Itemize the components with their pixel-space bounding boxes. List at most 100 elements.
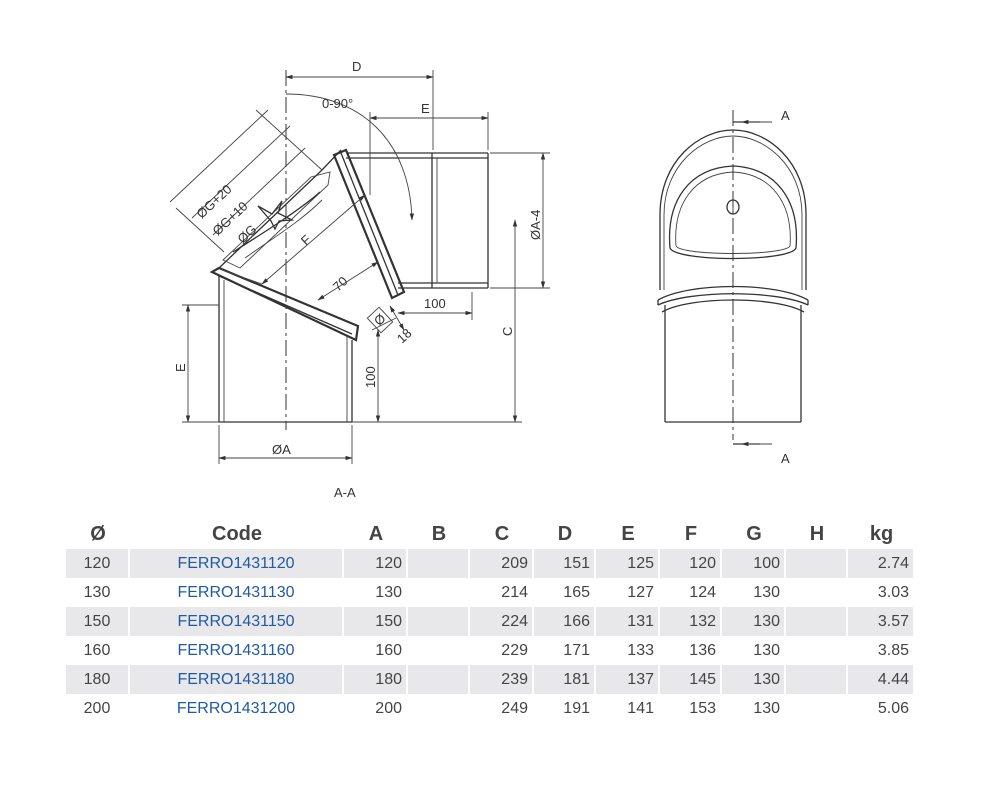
dim-e-left-label: E [173,363,188,372]
cell-a: 150 [344,607,408,636]
cell-code: FERRO1431180 [130,665,344,694]
cell-f: 132 [660,607,722,636]
table-row: 160 FERRO1431160 160 229 171 133 136 130… [66,636,915,665]
cell-d: 151 [534,549,596,578]
section-label: A-A [334,485,356,500]
header-c: C [494,522,510,545]
dim-a4-label: ØA-4 [528,210,543,240]
cell-b [408,636,470,665]
cell-h [786,549,848,578]
cell-d: 181 [534,665,596,694]
cell-diameter: 120 [66,549,130,578]
cell-h [786,636,848,665]
cell-e: 133 [596,636,660,665]
cell-g: 130 [722,578,786,607]
cell-e: 141 [596,694,660,723]
header-e: E [621,522,635,545]
cell-a: 160 [344,636,408,665]
cell-g: 100 [722,549,786,578]
dim-100h-label: 100 [424,296,446,311]
cell-e: 137 [596,665,660,694]
header-a: A [368,522,384,545]
cell-diameter: 130 [66,578,130,607]
cell-diameter: 150 [66,607,130,636]
cell-e: 131 [596,607,660,636]
cell-diameter: 180 [66,665,130,694]
table-header-row: Ø Code A B C D E F G H kg [66,519,915,549]
cell-b [408,665,470,694]
angle-label: 0-90° [322,96,353,111]
cell-f: 120 [660,549,722,578]
cell-e: 127 [596,578,660,607]
cell-f: 153 [660,694,722,723]
dim-100v-label: 100 [363,366,378,388]
cell-a: 130 [344,578,408,607]
table-row: 130 FERRO1431130 130 214 165 127 124 130… [66,578,915,607]
cell-g: 130 [722,694,786,723]
cell-g: 130 [722,665,786,694]
cell-diameter: 200 [66,694,130,723]
cell-d: 191 [534,694,596,723]
cell-code: FERRO1431130 [130,578,344,607]
header-h: H [809,522,825,545]
cell-b [408,607,470,636]
cell-h [786,665,848,694]
side-view: D 0-90° E ØG+20 ØG+10 ØG F 70 [169,59,550,500]
cell-a: 120 [344,549,408,578]
table-row: 200 FERRO1431200 200 249 191 141 153 130… [66,694,915,723]
cell-e: 125 [596,549,660,578]
cell-h [786,694,848,723]
cell-c: 224 [470,607,534,636]
dim-18-label: 18 [394,325,415,346]
dim-d-label: D [352,59,361,74]
dim-g-label: ØG [234,222,259,247]
spec-table: Ø Code A B C D E F G H kg 120 FERRO14311… [66,519,915,723]
cell-d: 165 [534,578,596,607]
header-kg: kg [869,522,894,545]
cell-h [786,607,848,636]
cell-kg: 3.85 [848,636,915,665]
cell-g: 130 [722,636,786,665]
cell-h [786,578,848,607]
header-d: D [557,522,573,545]
cell-b [408,694,470,723]
dim-f-label: F [298,232,314,248]
cell-kg: 2.74 [848,549,915,578]
cell-c: 249 [470,694,534,723]
dim-e-top-label: E [421,101,430,116]
cell-a: 180 [344,665,408,694]
cell-c: 239 [470,665,534,694]
table-row: 150 FERRO1431150 150 224 166 131 132 130… [66,607,915,636]
section-arrow-bottom-label: A [781,451,790,466]
cell-kg: 3.03 [848,578,915,607]
cell-c: 229 [470,636,534,665]
cell-c: 214 [470,578,534,607]
cell-d: 166 [534,607,596,636]
cell-b [408,578,470,607]
header-diameter: Ø [90,522,106,545]
header-code: Code [212,522,262,545]
cell-code: FERRO1431160 [130,636,344,665]
cell-f: 124 [660,578,722,607]
dim-a-label: ØA [272,442,291,457]
cell-kg: 3.57 [848,607,915,636]
header-b: B [431,522,447,545]
cell-code: FERRO1431200 [130,694,344,723]
front-view: A A [657,108,809,466]
cell-d: 171 [534,636,596,665]
cell-c: 209 [470,549,534,578]
cell-code: FERRO1431120 [130,549,344,578]
cell-b [408,549,470,578]
cell-code: FERRO1431150 [130,607,344,636]
cell-diameter: 160 [66,636,130,665]
section-arrow-top-label: A [781,108,790,123]
cell-kg: 4.44 [848,665,915,694]
table-row: 120 FERRO1431120 120 209 151 125 120 100… [66,549,915,578]
cell-f: 145 [660,665,722,694]
technical-drawing: D 0-90° E ØG+20 ØG+10 ØG F 70 [169,59,809,500]
cell-kg: 5.06 [848,694,915,723]
header-g: G [746,522,762,545]
header-f: F [684,522,698,545]
cell-a: 200 [344,694,408,723]
table-row: 180 FERRO1431180 180 239 181 137 145 130… [66,665,915,694]
